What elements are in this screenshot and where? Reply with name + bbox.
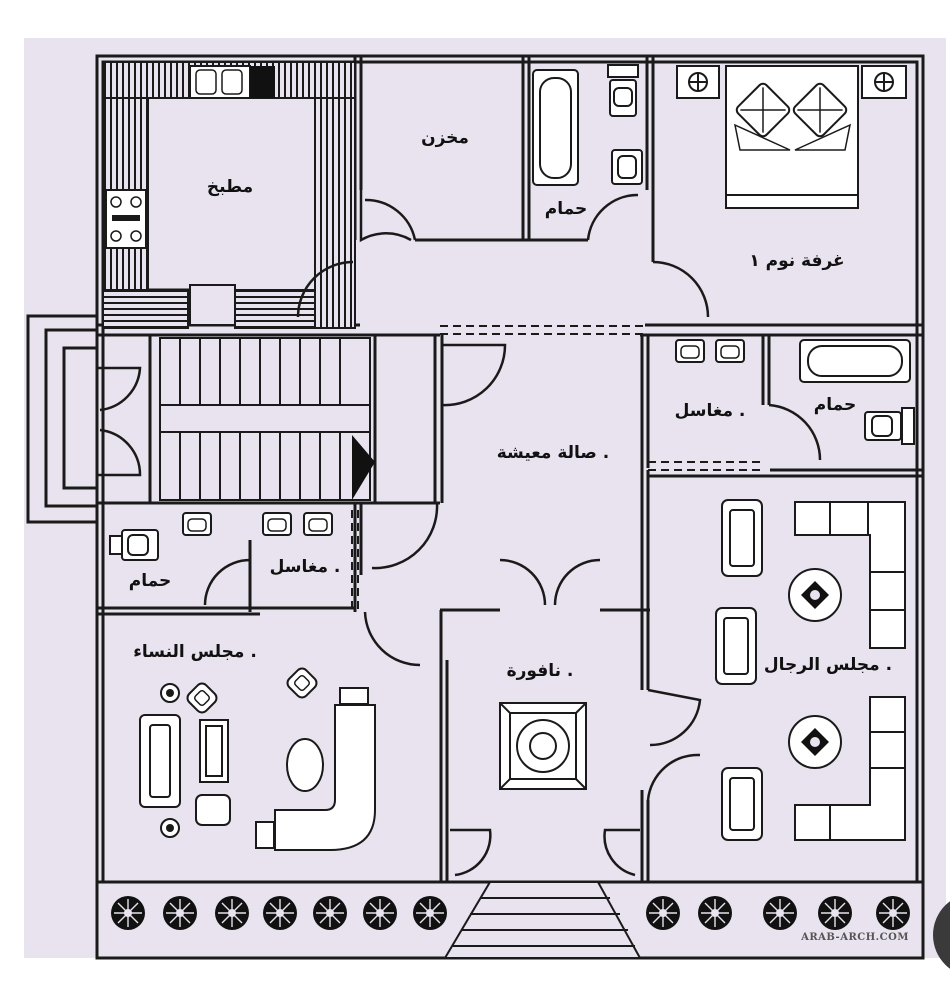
- label-bath-left: حمام: [129, 571, 172, 591]
- label-bath-right: حمام: [814, 395, 857, 415]
- bed: [676, 65, 907, 209]
- decor-plant-icon: [801, 581, 829, 609]
- women-majlis-furniture: [139, 687, 376, 851]
- watermark-badge: [933, 901, 950, 969]
- entrance-steps: [443, 881, 642, 959]
- stair-arrow-icon: [352, 435, 375, 500]
- watermark-text: ARAB-ARCH.COM: [800, 932, 909, 943]
- label-storage: مخزن: [421, 128, 469, 148]
- kitchen-counters: [102, 61, 356, 329]
- label-men-majlis: مجلس الرجال .: [764, 655, 892, 675]
- label-fountain: نافورة .: [507, 661, 574, 681]
- label-living-hall: صالة معيشة .: [497, 443, 609, 463]
- decor-plant-icon: [801, 728, 829, 756]
- label-kitchen: مطبخ: [207, 177, 253, 197]
- label-sinks-right: مغاسل .: [675, 401, 746, 421]
- label-bath-top: حمام: [545, 199, 588, 219]
- label-bedroom: غرفة نوم ١: [749, 251, 844, 271]
- label-sinks-left: مغاسل .: [270, 557, 341, 577]
- doors: [97, 190, 822, 877]
- staircase: [159, 337, 371, 501]
- fountain-feature: [499, 702, 587, 790]
- men-majlis-furniture: [715, 499, 906, 841]
- right-bath-fixtures: [799, 339, 915, 445]
- label-women-majlis: مجلس النساء .: [133, 642, 257, 662]
- top-bath-fixtures: [532, 64, 643, 186]
- left-bath-fixtures: [109, 529, 159, 561]
